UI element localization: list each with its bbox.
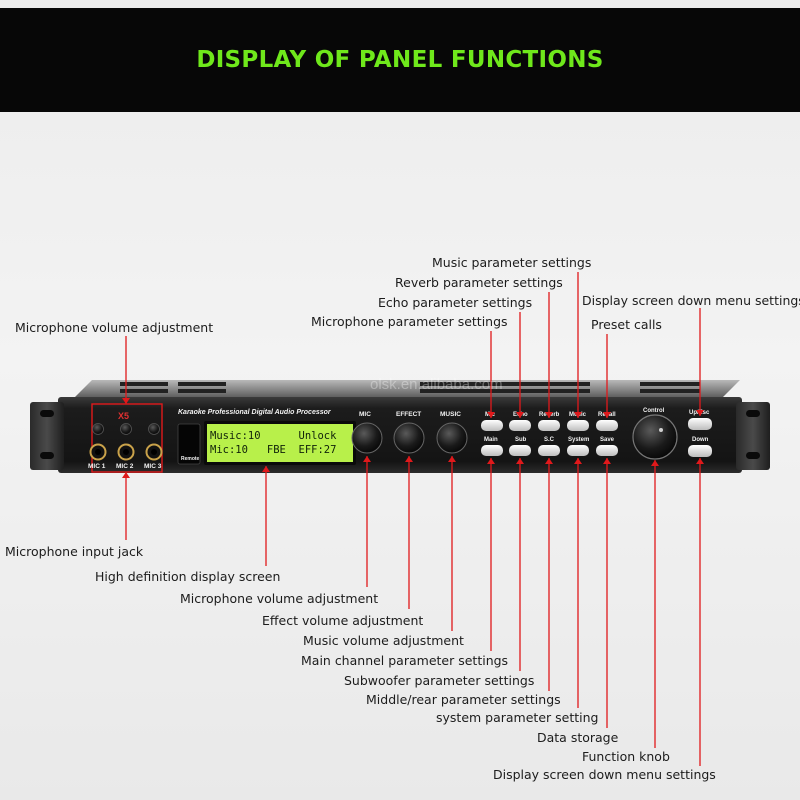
callout-mic-volume-adj: Microphone volume adjustment: [15, 320, 214, 335]
function-knob[interactable]: [632, 414, 678, 460]
remote-label: Remote: [181, 456, 200, 462]
jack-label-mic3: MIC 3: [144, 463, 162, 470]
callout-middle-rear: Middle/rear parameter settings: [366, 692, 561, 707]
callout-reverb-params: Reverb parameter settings: [395, 275, 563, 290]
main-button[interactable]: [481, 445, 503, 456]
callout-mic-volume: Microphone volume adjustment: [180, 591, 379, 606]
callout-preset-calls: Preset calls: [591, 317, 662, 332]
jack-label-mic1: MIC 1: [88, 463, 106, 470]
effect-volume-knob[interactable]: [393, 422, 425, 454]
function-knob-indicator: [659, 428, 663, 432]
up-esc-button[interactable]: [688, 418, 712, 430]
parameter-buttons-top: [481, 420, 618, 431]
mic-input-jacks: [89, 443, 163, 461]
recall-button[interactable]: [596, 420, 618, 431]
knob-label-effect: EFFECT: [396, 411, 421, 418]
control-label: Control: [643, 408, 665, 414]
button-label-main: Main: [484, 437, 498, 443]
callout-mic-input-jack: Microphone input jack: [5, 544, 144, 559]
model-label: X5: [118, 411, 129, 421]
mic-section-highlight: [91, 403, 163, 473]
brand-line: Karaoke Professional Digital Audio Proce…: [178, 409, 332, 416]
nav-label-down: Down: [692, 437, 709, 443]
callout-music-volume: Music volume adjustment: [303, 633, 464, 648]
callout-echo-params: Echo parameter settings: [378, 295, 533, 310]
mic-volume-knob[interactable]: [351, 422, 383, 454]
page-title: DISPLAY OF PANEL FUNCTIONS: [196, 47, 604, 73]
callout-main-channel: Main channel parameter settings: [301, 653, 509, 668]
music-button[interactable]: [567, 420, 589, 431]
callout-effect-volume: Effect volume adjustment: [262, 613, 424, 628]
header-banner: DISPLAY OF PANEL FUNCTIONS: [0, 8, 800, 112]
down-button[interactable]: [688, 445, 712, 457]
callout-function-knob: Function knob: [582, 749, 670, 764]
lcd-line-2: Mic:10 FBE EFF:27: [210, 444, 336, 456]
button-label-sub: Sub: [515, 437, 527, 443]
knob-label-mic: MIC: [359, 411, 371, 418]
sc-button[interactable]: [538, 445, 560, 456]
parameter-buttons-bottom: [481, 445, 618, 456]
callout-screen-menu-up: Display screen down menu settings: [582, 293, 800, 308]
callout-system: system parameter setting: [436, 710, 599, 725]
callout-subwoofer: Subwoofer parameter settings: [344, 673, 535, 688]
callout-data-storage: Data storage: [537, 730, 619, 745]
jack-label-mic2: MIC 2: [116, 463, 134, 470]
reverb-button[interactable]: [538, 420, 560, 431]
sub-button[interactable]: [509, 445, 531, 456]
remote-sensor: [177, 423, 201, 465]
rack-ear-left: [30, 402, 64, 470]
leader-lines: [122, 272, 704, 766]
lcd-screen: [207, 424, 353, 462]
lcd-line-1: Music:10 Unlock: [210, 430, 337, 442]
callout-hd-screen: High definition display screen: [95, 569, 281, 584]
echo-button[interactable]: [509, 420, 531, 431]
mic-volume-knobs: [92, 423, 160, 435]
system-button[interactable]: [567, 445, 589, 456]
rack-ear-right: [736, 402, 770, 470]
music-volume-knob[interactable]: [436, 422, 468, 454]
button-label-sc: S.C: [544, 437, 555, 443]
save-button[interactable]: [596, 445, 618, 456]
vent-slots: [120, 382, 700, 393]
knob-label-music: MUSIC: [440, 411, 461, 418]
button-label-system: System: [568, 437, 589, 443]
callout-music-params: Music parameter settings: [432, 255, 592, 270]
button-label-save: Save: [600, 437, 615, 443]
callout-mic-params: Microphone parameter settings: [311, 314, 508, 329]
mic-button[interactable]: [481, 420, 503, 431]
callout-screen-menu-down: Display screen down menu settings: [493, 767, 716, 782]
